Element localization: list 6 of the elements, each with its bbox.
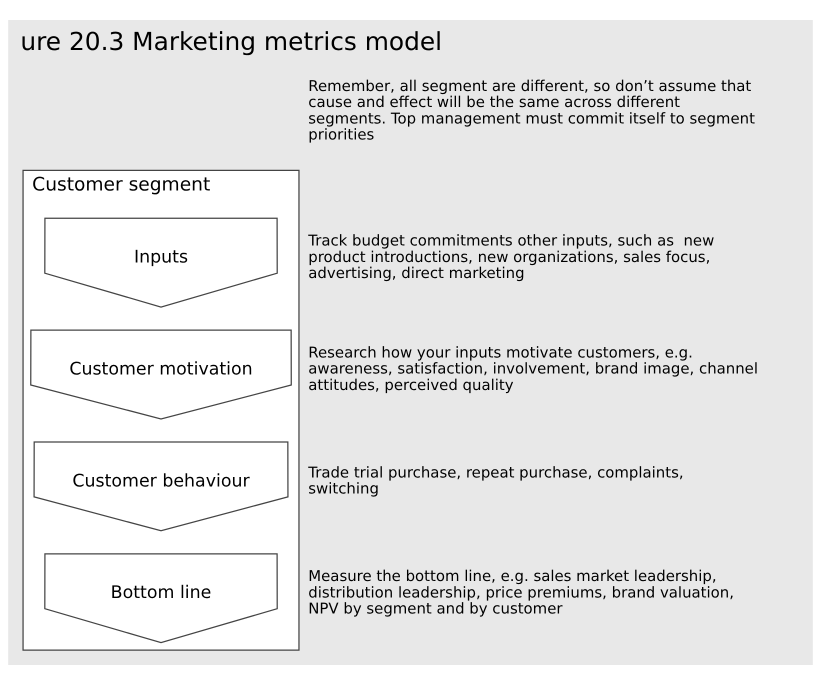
node-label: Track budget commitments other inputs, such as new product introductions, new organizations, sales focus, advertising, direct marketing: [308, 231, 714, 282]
node-label: Research how your inputs motivate customers, e.g. awareness, satisfaction, involvement, brand image, channel attitudes, perceived quality: [308, 343, 758, 394]
node-label: Measure the bottom line, e.g. sales market leadership, distribution leadership, price premiums, brand valuation, NPV by segment and by customer: [308, 566, 734, 618]
diagram-title: ure 20.3 Marketing metrics model: [20, 26, 442, 56]
node-label: Trade trial purchase, repeat purchase, complaints, switching: [308, 462, 684, 498]
node-label: Remember, all segment are different, so don’t assume that cause and effect will be the same across different segments. Top management must commit itself to segment priorities: [308, 76, 755, 143]
